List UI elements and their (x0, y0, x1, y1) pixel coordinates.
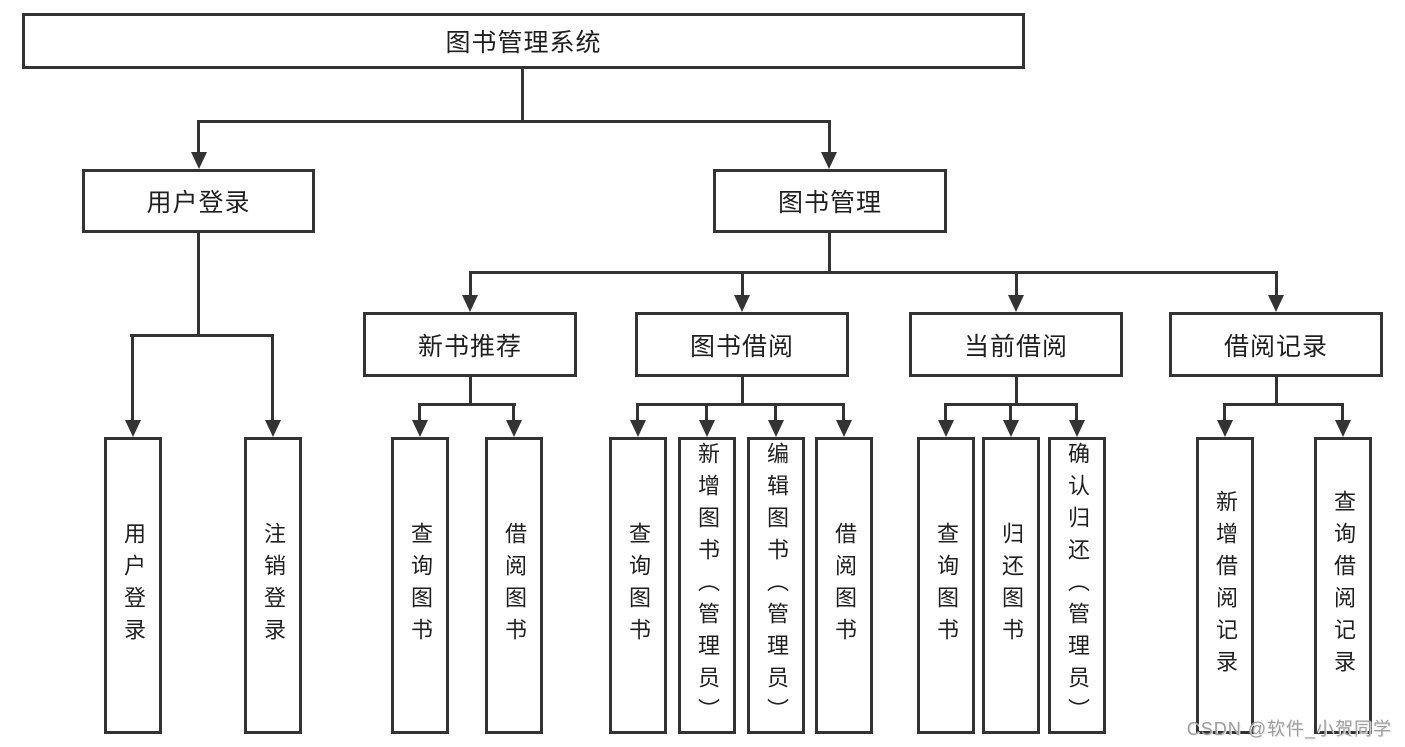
connector-line (469, 271, 1278, 274)
node-user-login: 用户登录 (82, 169, 315, 233)
arrow-down-icon (699, 420, 715, 437)
arrow-down-icon (462, 295, 478, 312)
arrow-down-icon (412, 420, 428, 437)
leaf-query-books-borrow: 查询图书 (609, 437, 667, 734)
leaf-confirm-return-admin: 确认归还（管理员） (1048, 437, 1106, 734)
arrow-down-icon (1069, 420, 1085, 437)
leaf-borrow-books-borrow: 借阅图书 (815, 437, 873, 734)
connector-line (842, 403, 845, 425)
connector-line (197, 231, 200, 336)
arrow-down-icon (125, 420, 141, 437)
connector-line (828, 120, 831, 154)
connector-line (774, 403, 777, 425)
arrow-down-icon (191, 152, 207, 169)
leaf-borrow-books-recommend: 借阅图书 (485, 437, 543, 734)
connector-line (1223, 403, 1226, 425)
leaf-query-books-current: 查询图书 (917, 437, 975, 734)
leaf-edit-book-admin: 编辑图书（管理员） (747, 437, 805, 734)
connector-line (1223, 403, 1344, 406)
connector-line (1275, 374, 1278, 406)
arrow-down-icon (734, 295, 750, 312)
connector-line (741, 271, 744, 297)
leaf-add-borrow-record: 新增借阅记录 (1196, 437, 1254, 734)
connector-line (636, 403, 639, 425)
arrow-down-icon (265, 420, 281, 437)
node-current-borrow: 当前借阅 (909, 312, 1123, 377)
connector-line (1075, 403, 1078, 425)
arrow-down-icon (506, 420, 522, 437)
connector-line (271, 334, 274, 421)
connector-line (705, 403, 708, 425)
connector-line (197, 120, 200, 154)
connector-line (469, 271, 472, 297)
connector-line (1275, 271, 1278, 297)
connector-line (1009, 403, 1012, 425)
connector-line (741, 374, 744, 406)
leaf-add-book-admin: 新增图书（管理员） (678, 437, 736, 734)
node-book-management: 图书管理 (713, 169, 947, 233)
node-new-book-recommend: 新书推荐 (363, 312, 577, 377)
arrow-down-icon (1268, 295, 1284, 312)
arrow-down-icon (1008, 295, 1024, 312)
arrow-down-icon (1003, 420, 1019, 437)
connector-line (418, 403, 421, 425)
leaf-logout: 注销登录 (244, 437, 302, 734)
connector-line (418, 403, 516, 406)
leaf-user-login: 用户登录 (104, 437, 162, 734)
connector-line (469, 374, 472, 406)
leaf-query-books-recommend: 查询图书 (391, 437, 449, 734)
arrow-down-icon (768, 420, 784, 437)
connector-line (1015, 374, 1018, 406)
node-borrow-records: 借阅记录 (1169, 312, 1383, 377)
arrow-down-icon (836, 420, 852, 437)
connector-line (197, 120, 831, 123)
arrow-down-icon (938, 420, 954, 437)
arrow-down-icon (1217, 420, 1233, 437)
connector-line (636, 403, 845, 406)
leaf-return-books: 归还图书 (982, 437, 1040, 734)
connector-line (131, 334, 134, 421)
connector-line (512, 403, 515, 425)
connector-line (130, 334, 274, 337)
node-root: 图书管理系统 (22, 13, 1025, 69)
arrow-down-icon (821, 152, 837, 169)
csdn-watermark: CSDN @软件_小贺同学 (1186, 719, 1392, 739)
node-book-borrow: 图书借阅 (635, 312, 849, 377)
connector-line (1015, 271, 1018, 297)
connector-line (828, 231, 831, 274)
connector-line (1341, 403, 1344, 425)
arrow-down-icon (1335, 420, 1351, 437)
leaf-query-borrow-record: 查询借阅记录 (1314, 437, 1372, 734)
connector-line (521, 67, 524, 122)
arrow-down-icon (630, 420, 646, 437)
connector-line (944, 403, 947, 425)
